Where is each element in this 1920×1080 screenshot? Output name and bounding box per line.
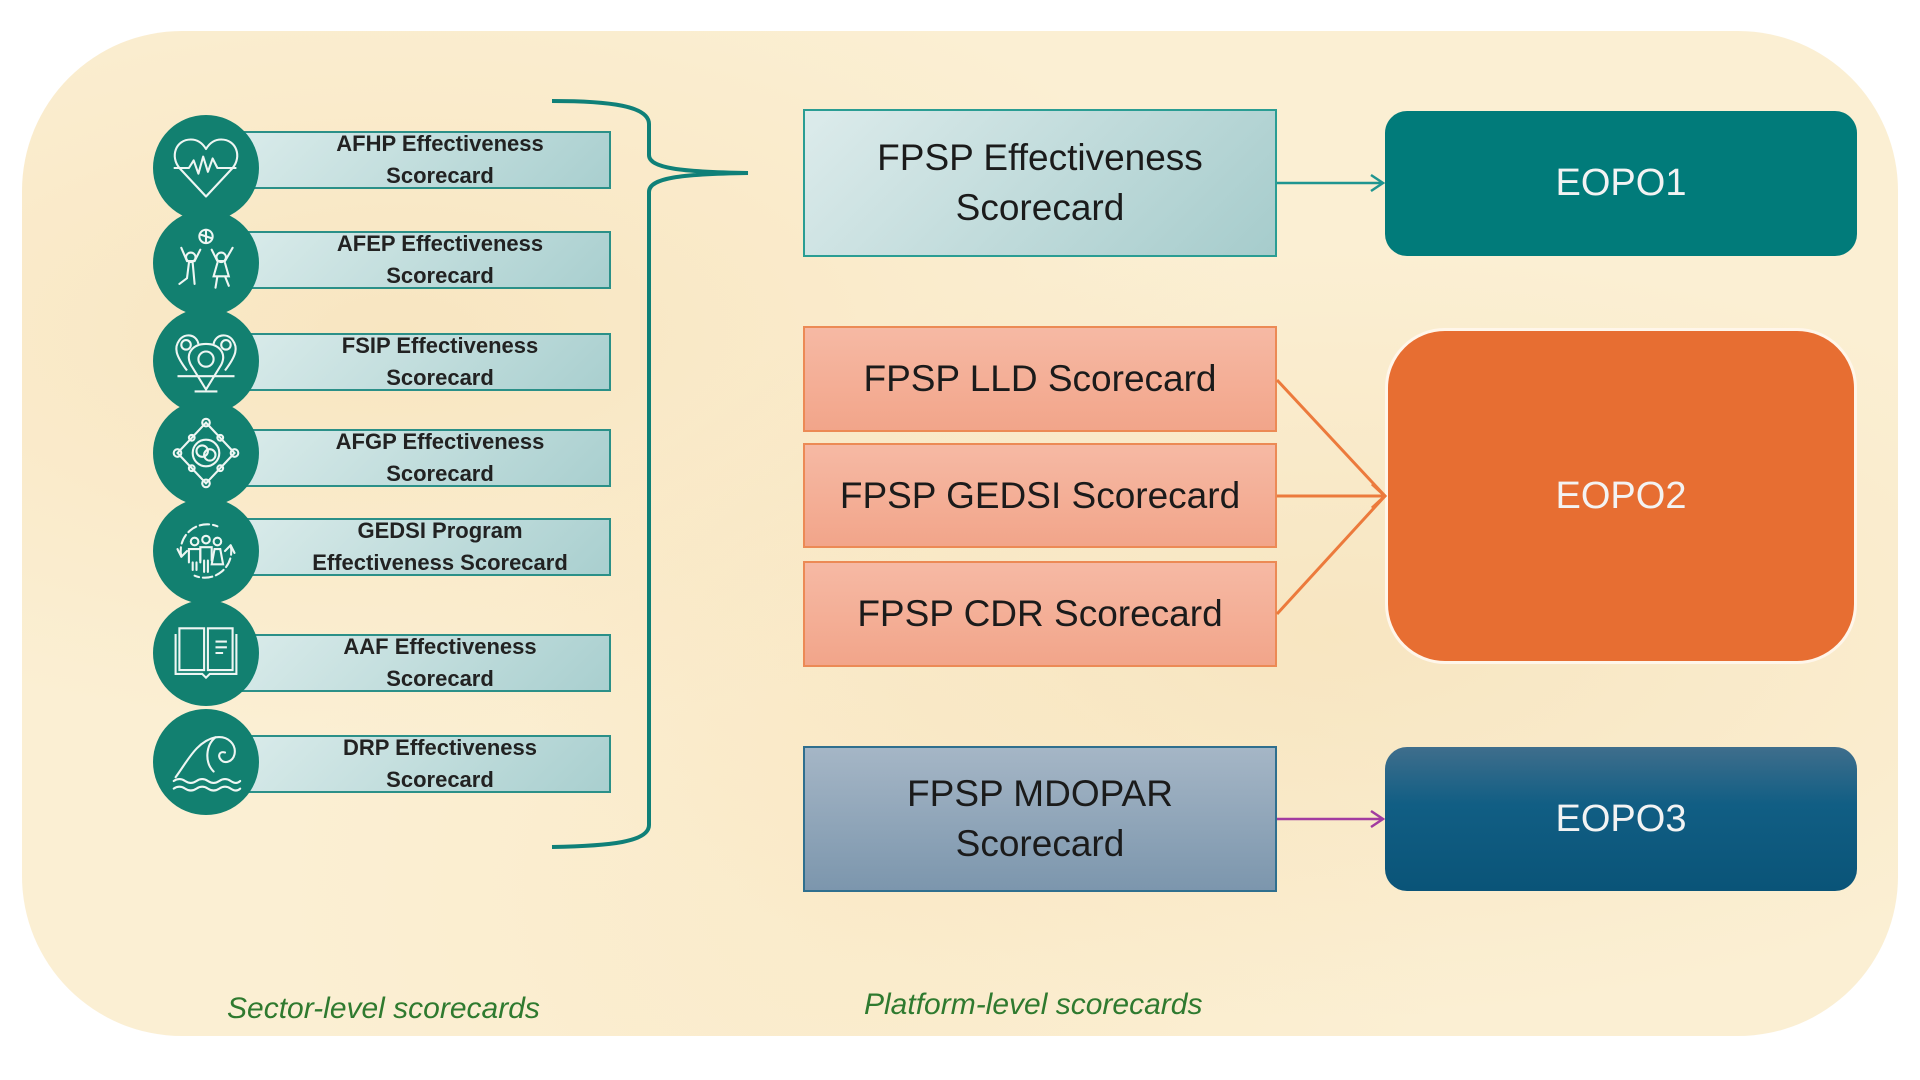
scorecard-label: FPSP LLD Scorecard <box>863 358 1217 399</box>
scorecard-label: FPSP CDR Scorecard <box>857 593 1223 634</box>
wave-icon <box>153 709 259 815</box>
sector-scorecard-label: Scorecard <box>386 767 494 792</box>
sector-scorecard-label: AFHP Effectiveness <box>336 131 544 156</box>
sector-scorecard-label: AAF Effectiveness <box>343 634 537 659</box>
sector-scorecard-label: Scorecard <box>386 163 494 188</box>
sector-scorecard-label: AFGP Effectiveness <box>335 429 545 454</box>
inclusive-people-cycle-icon <box>153 498 259 604</box>
fpsp-cdr-scorecard: FPSP CDR Scorecard <box>803 561 1277 667</box>
eopo1-label: EOPO1 <box>1555 162 1687 204</box>
sector-scorecard-label: GEDSI Program <box>357 518 523 543</box>
eopo2-box: EOPO2 <box>1385 328 1857 664</box>
sector-scorecard-label: Scorecard <box>386 365 494 390</box>
fpsp-gedsi-scorecard: FPSP GEDSI Scorecard <box>803 443 1277 548</box>
eopo1-box: EOPO1 <box>1385 111 1857 256</box>
sector-scorecard-label: Scorecard <box>386 461 494 486</box>
platform-level-caption: Platform-level scorecards <box>864 988 1203 1021</box>
fpsp-mdopar-scorecard: FPSP MDOPAR Scorecard <box>803 746 1277 892</box>
eopo2-label: EOPO2 <box>1555 474 1687 517</box>
open-book-icon <box>153 600 259 706</box>
children-playing-icon <box>153 210 259 316</box>
scorecard-label: FPSP Effectiveness <box>877 137 1203 178</box>
scorecard-label: Scorecard <box>955 823 1125 864</box>
sector-scorecard-label: AFEP Effectiveness <box>336 231 544 256</box>
governance-network-icon <box>153 400 259 506</box>
sector-scorecard-label: Scorecard <box>386 263 494 288</box>
heart-pulse-icon <box>153 115 259 221</box>
scorecard-label: Scorecard <box>955 187 1125 228</box>
sector-scorecard-label: Effectiveness Scorecard <box>312 550 568 575</box>
scorecard-label: FPSP GEDSI Scorecard <box>839 474 1241 516</box>
sector-scorecard-label: DRP Effectiveness <box>342 735 537 760</box>
eopo3-label: EOPO3 <box>1555 797 1687 840</box>
scorecard-label: FPSP MDOPAR <box>907 773 1173 814</box>
sector-level-caption: Sector-level scorecards <box>227 992 540 1025</box>
sector-scorecard-label: Scorecard <box>386 666 494 691</box>
fpsp-lld-scorecard: FPSP LLD Scorecard <box>803 326 1277 432</box>
eopo3-box: EOPO3 <box>1385 747 1857 891</box>
sector-scorecard-label: FSIP Effectiveness <box>341 333 539 358</box>
location-pins-icon <box>153 308 259 414</box>
